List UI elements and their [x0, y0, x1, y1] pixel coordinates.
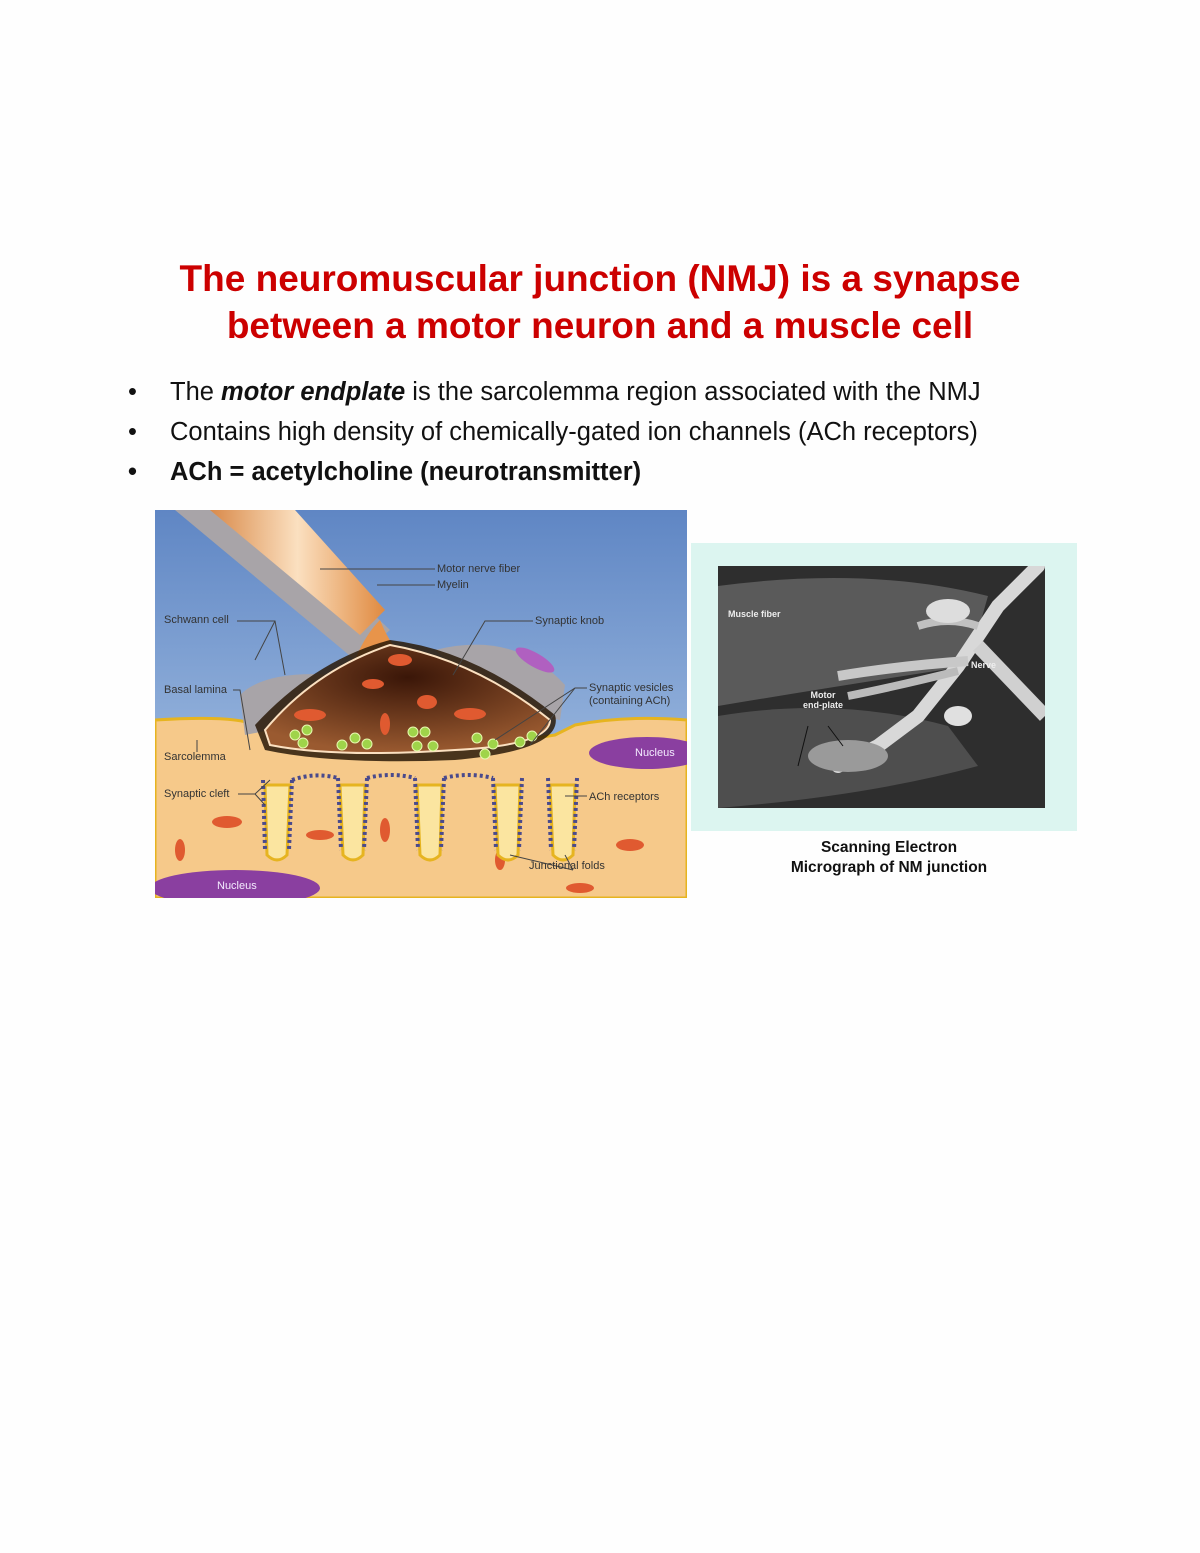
label-synaptic-cleft: Synaptic cleft — [164, 788, 230, 800]
label-myelin: Myelin — [437, 579, 469, 591]
nmj-diagram: Motor nerve fiber Myelin Schwann cell Sy… — [155, 510, 687, 898]
nmj-illustration — [155, 510, 687, 898]
label-synaptic-knob: Synaptic knob — [535, 615, 605, 627]
label-muscle-fiber: Muscle fiber — [728, 609, 781, 619]
bullet-text: ACh = acetylcholine (neurotransmitter) — [170, 458, 642, 486]
bullet-text: is the sarcolemma region associated with… — [405, 378, 981, 406]
page-title: The neuromuscular junction (NMJ) is a sy… — [0, 255, 1200, 349]
label-motor-endplate-line1: Motor — [810, 690, 836, 700]
title-line-2: between a motor neuron and a muscle cell — [226, 305, 974, 346]
bullet-marker: • — [128, 458, 137, 486]
bullet-marker: • — [128, 418, 137, 446]
label-ach-receptors: ACh receptors — [589, 791, 660, 803]
bullet-item: • The motor endplate is the sarcolemma re… — [128, 372, 981, 412]
label-nucleus-right: Nucleus — [635, 747, 675, 759]
label-nucleus-bottom: Nucleus — [217, 880, 257, 892]
micrograph-image — [718, 566, 1045, 808]
caption-line-1: Scanning Electron — [820, 839, 958, 856]
label-synaptic-vesicles: Synaptic vesicles — [589, 682, 674, 694]
label-motor-endplate-line2: end-plate — [802, 700, 843, 710]
bullet-text: Contains high density of chemically-gate… — [170, 418, 978, 446]
label-schwann-cell: Schwann cell — [164, 614, 229, 626]
label-motor-nerve-fiber: Motor nerve fiber — [437, 563, 521, 575]
label-junctional-folds: Junctional folds — [529, 860, 605, 872]
caption-line-2: Micrograph of NM junction — [790, 859, 988, 876]
bullet-marker: • — [128, 378, 137, 406]
bullet-item: • ACh = acetylcholine (neurotransmitter) — [128, 452, 981, 492]
label-basal-lamina: Basal lamina — [164, 684, 227, 696]
bullet-list: • The motor endplate is the sarcolemma re… — [128, 372, 981, 492]
bullet-item: • Contains high density of chemically-gat… — [128, 412, 981, 452]
label-sarcolemma: Sarcolemma — [164, 751, 226, 763]
bullet-emphasis: motor endplate — [221, 378, 406, 406]
title-line-1: The neuromuscular junction (NMJ) is a sy… — [179, 258, 1021, 299]
label-nerve: Nerve — [971, 660, 997, 670]
label-synaptic-vesicles-sub: (containing ACh) — [589, 695, 671, 707]
micrograph-caption: Scanning Electron Micrograph of NM junct… — [691, 838, 1087, 878]
bullet-text: The — [170, 378, 222, 406]
